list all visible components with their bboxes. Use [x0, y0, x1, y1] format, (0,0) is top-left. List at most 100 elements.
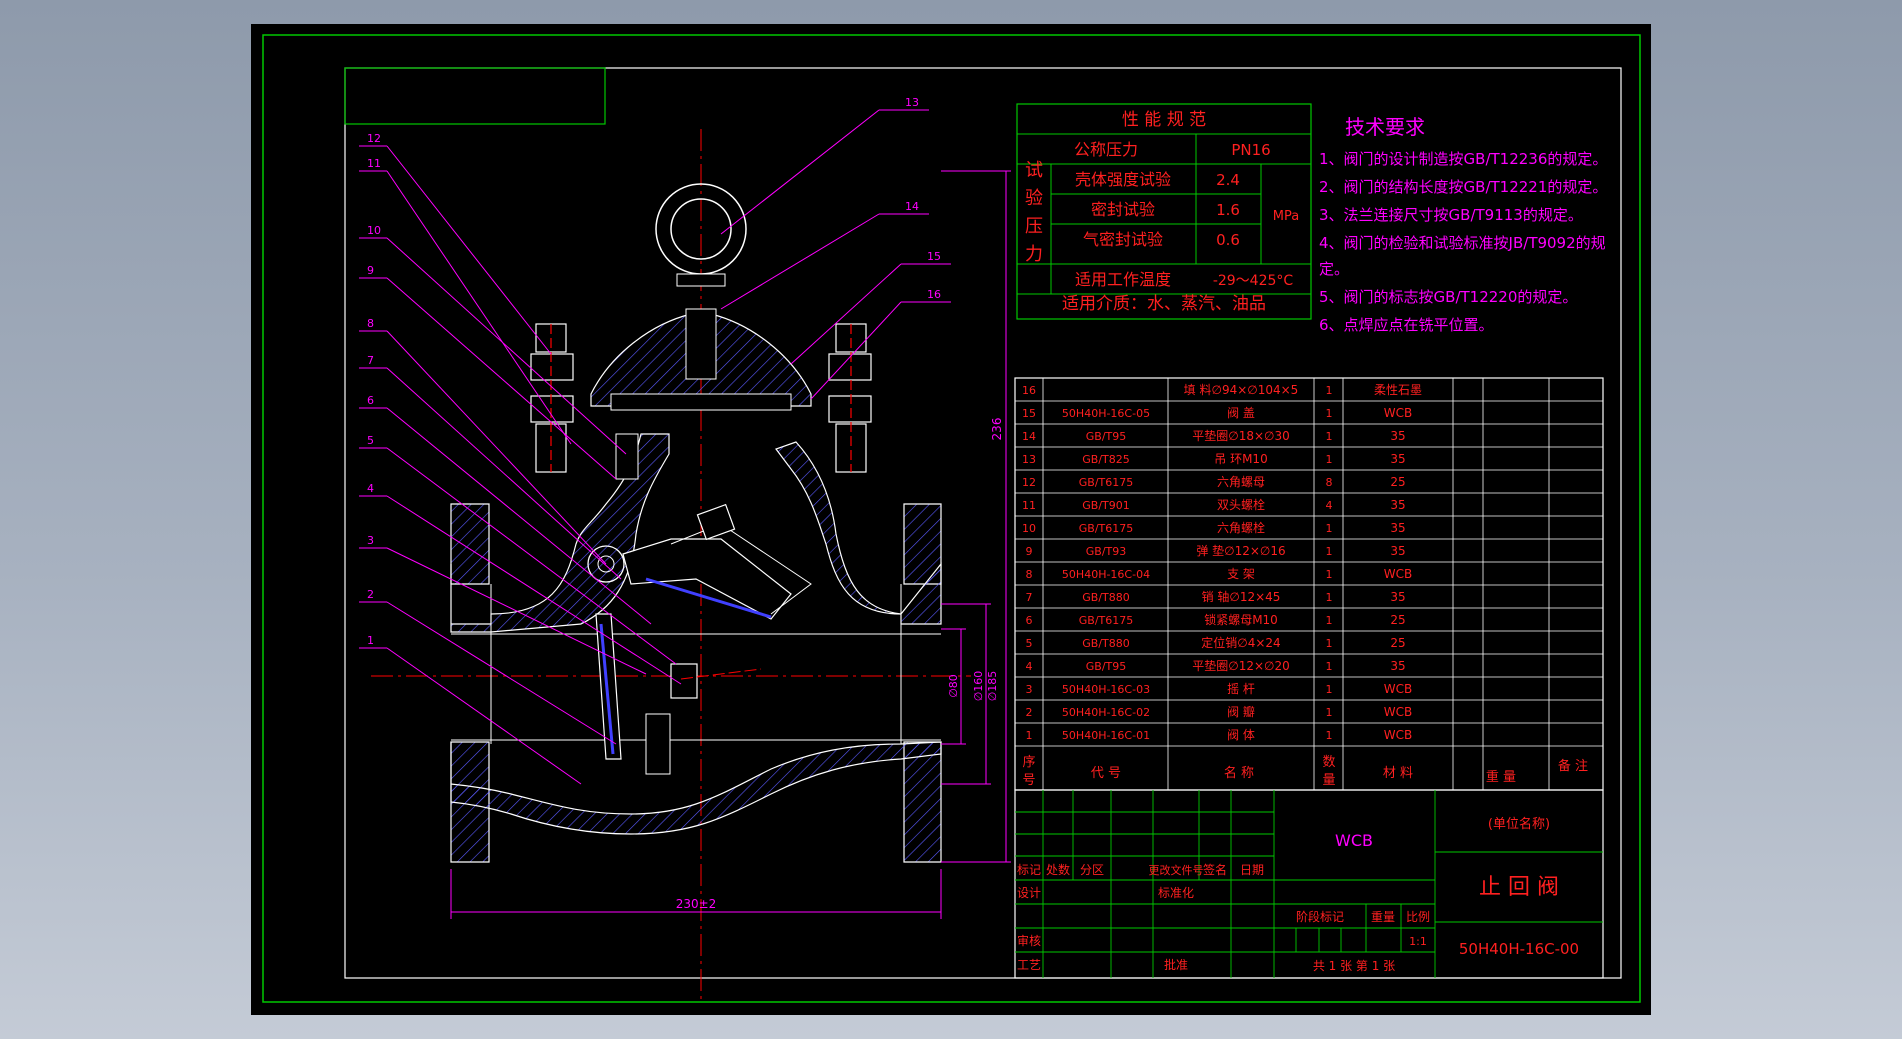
bom-cell-mat: 35 [1390, 429, 1405, 443]
bom-cell-mat: 35 [1390, 452, 1405, 466]
bom-cell-mat: 25 [1390, 613, 1405, 627]
perf-gas-value: 0.6 [1216, 231, 1240, 249]
bom-hdr-weight: 重 量 [1486, 769, 1516, 785]
callout-number-7: 7 [367, 354, 374, 367]
dim-length: 230±2 [676, 897, 717, 911]
callout-leader-12 [386, 145, 552, 355]
bom-cell-code: GB/T6175 [1079, 522, 1134, 535]
tb-drawing-no: 50H40H-16C-00 [1459, 940, 1579, 958]
small-bolt [615, 433, 639, 480]
bom-cell-mat: 35 [1390, 659, 1405, 673]
bom-cell-no: 15 [1022, 407, 1036, 420]
tb-stage-mark: 阶段标记 [1296, 909, 1344, 924]
callout-leader-6 [386, 407, 652, 625]
dimension-lines [450, 170, 1011, 919]
callout-number-5: 5 [367, 434, 374, 447]
bom-cell-code: GB/T6175 [1079, 476, 1134, 489]
cad-drawing: 230±2 236 ∅80 ∅160 ∅185 1234567891011121… [262, 34, 1641, 1004]
bom-cell-code: GB/T95 [1086, 660, 1127, 673]
bom-cell-no: 16 [1022, 384, 1036, 397]
bom-cell-no: 6 [1026, 614, 1033, 627]
bom-cell-no: 12 [1022, 476, 1036, 489]
bom-cell-mat: WCB [1384, 682, 1412, 696]
tb-process: 工艺 [1017, 958, 1041, 972]
tb-check: 审核 [1017, 933, 1041, 948]
tech-item-5: 5、阀门的标志按GB/T12220的规定。 [1319, 288, 1577, 306]
tb-design: 设计 [1017, 886, 1041, 900]
outer-frame [262, 34, 1641, 1003]
bom-cell-name: 平垫圈∅18×∅30 [1192, 428, 1290, 443]
callout-leader-8 [386, 330, 607, 565]
eyebolt-stem [685, 308, 717, 380]
bom-cell-qty: 1 [1326, 683, 1333, 696]
tb-count: 处数 [1046, 862, 1070, 877]
bom-cell-qty: 1 [1326, 660, 1333, 673]
callout-number-1: 1 [367, 634, 374, 647]
bom-cell-no: 11 [1022, 499, 1036, 512]
bom-cell-mat: 柔性石墨 [1374, 383, 1422, 397]
bom-cell-qty: 1 [1326, 430, 1333, 443]
callout-number-9: 9 [367, 264, 374, 277]
bom-cell-qty: 1 [1326, 614, 1333, 627]
callout-leader-14 [720, 213, 880, 310]
tb-date: 日期 [1240, 863, 1264, 877]
bom-cell-mat: 35 [1390, 521, 1405, 535]
bom-cell-no: 8 [1026, 568, 1033, 581]
callout-leader-15 [790, 263, 902, 365]
bom-cell-name: 阀 盖 [1227, 406, 1255, 420]
bom-cell-qty: 4 [1326, 499, 1333, 512]
bom-cell-name: 锁紧螺母M10 [1204, 612, 1278, 627]
tech-item-4: 4、阀门的检验和试验标准按JB/T9092的规 [1319, 234, 1606, 252]
perf-temp-value: -29～425°C [1213, 273, 1294, 289]
callout-leader-9 [386, 277, 617, 480]
perf-title: 性 能 规 范 [1122, 110, 1206, 130]
left-stud-assembly [530, 323, 574, 473]
bom-cell-code: GB/T93 [1086, 545, 1127, 558]
bom-cell-code: GB/T880 [1082, 591, 1130, 604]
bom-cell-code: GB/T825 [1082, 453, 1130, 466]
bonnet-flange-gap [610, 393, 792, 411]
bom-cell-qty: 1 [1326, 706, 1333, 719]
callout-leader-1 [386, 647, 582, 785]
bom-cell-qty: 1 [1326, 568, 1333, 581]
bom-cell-mat: 25 [1390, 475, 1405, 489]
bom-cell-mat: WCB [1384, 705, 1412, 719]
perf-gas-label: 气密封试验 [1083, 230, 1163, 249]
perf-medium: 适用介质：水、蒸汽、油品 [1062, 294, 1266, 314]
bom-cell-no: 10 [1022, 522, 1036, 535]
bom-cell-name: 六角螺母 [1217, 475, 1265, 489]
bom-cell-code: GB/T901 [1082, 499, 1130, 512]
dim-d185: ∅185 [986, 671, 999, 702]
bom-cell-qty: 1 [1326, 729, 1333, 742]
callout-number-16: 16 [927, 288, 941, 301]
technical-requirements: 技术要求 1、阀门的设计制造按GB/T12236的规定。 2、阀门的结构长度按G… [1319, 115, 1607, 334]
callout-leader-10 [386, 237, 627, 455]
tb-scale-value: 1:1 [1409, 935, 1427, 948]
tb-scale: 比例 [1406, 910, 1430, 924]
bom-cell-name: 双头螺栓 [1217, 497, 1265, 512]
bom-cell-no: 1 [1026, 729, 1033, 742]
tb-company: (单位名称) [1488, 816, 1550, 832]
hinge-pin [587, 545, 625, 583]
bom-cell-no: 5 [1026, 637, 1033, 650]
dim-d160: ∅160 [972, 671, 985, 702]
perf-unit: MPa [1273, 209, 1299, 224]
perf-seal-label: 密封试验 [1091, 200, 1155, 219]
bom-cell-mat: WCB [1384, 567, 1412, 581]
lifting-eye-inner [670, 198, 732, 260]
callout-leader-11 [386, 170, 572, 445]
bom-cell-name: 阀 瓣 [1227, 705, 1255, 719]
bom-cell-qty: 1 [1326, 453, 1333, 466]
perf-test-char-3: 压 [1025, 216, 1043, 237]
tb-change-doc: 更改文件号 [1149, 863, 1204, 877]
bom-cell-qty: 1 [1326, 407, 1333, 420]
bom-cell-name: 吊 环M10 [1214, 452, 1267, 466]
callout-leader-16 [810, 301, 902, 400]
bom-cell-code: 50H40H-16C-04 [1062, 568, 1150, 581]
callout-leader-2 [386, 601, 617, 745]
bom-cell-no: 13 [1022, 453, 1036, 466]
disc-seal [599, 623, 615, 755]
bom-cell-mat: WCB [1384, 406, 1412, 420]
tb-approve: 批准 [1164, 957, 1188, 972]
